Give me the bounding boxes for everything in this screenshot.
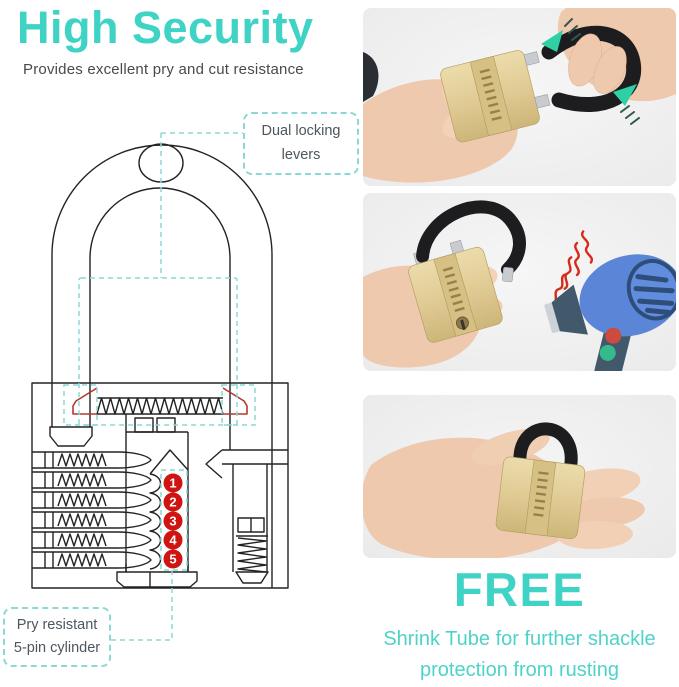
- motion-arrow-icon-top: [541, 18, 581, 52]
- levers-highlight-region: [78, 277, 238, 426]
- closed-shackle-with-tube: [513, 422, 578, 475]
- padlock-cutaway-diagram: 1 2 3 4 5: [31, 132, 289, 641]
- shackle-inner: [89, 187, 231, 450]
- locking-lever-right: [222, 387, 248, 415]
- page-subtitle: Provides excellent pry and cut resistanc…: [23, 61, 304, 78]
- photo-step-heat-tube: [363, 193, 676, 371]
- shackle-silver-tip: [502, 266, 514, 283]
- dryer-nozzle-tip: [544, 302, 561, 333]
- callout-dual-locking-levers: Dual locking levers: [243, 112, 359, 175]
- left-lever-highlight: [63, 384, 98, 426]
- photo-step-heat-tube-illustration: [363, 193, 676, 371]
- photo-step-finished-lock-illustration: [363, 395, 676, 558]
- hair-dryer-illustration: [544, 254, 676, 371]
- shackle-left-foot: [49, 426, 93, 447]
- photo-step-slide-tube-illustration: [363, 8, 676, 186]
- locking-bolt-mechanism: [205, 449, 288, 584]
- bolt-coil-spring: [237, 537, 267, 573]
- padlock-body-photo2: [408, 200, 526, 343]
- cylinder-housing: [125, 414, 189, 572]
- pin-badge-3: [163, 511, 183, 531]
- engraved-brand-band2: [442, 266, 465, 312]
- right-lever-highlight: [221, 384, 256, 426]
- pin-number-5: 5: [169, 552, 176, 567]
- lock-body-linework: [31, 143, 289, 589]
- dryer-nozzle: [551, 284, 588, 335]
- pin-badge-1: [163, 473, 183, 493]
- annotation-dashed-overlays: [63, 132, 256, 641]
- free-offer-title: FREE: [453, 563, 586, 616]
- callout-pry-line2: 5-pin cylinder: [13, 640, 101, 656]
- keyway-tip: [149, 449, 189, 475]
- dryer-button-green: [599, 344, 616, 361]
- shrink-tube-on-shackle: [541, 25, 642, 112]
- free-offer-line2: protection from rusting: [420, 659, 619, 681]
- pin-spring-rows: [31, 451, 152, 569]
- pin-number-3: 3: [169, 514, 176, 529]
- motion-arrow-icon-right: [613, 84, 640, 125]
- pin-stack-highlight: [160, 469, 188, 571]
- dryer-button-red: [605, 327, 622, 344]
- pry-callout-connector: [108, 570, 173, 641]
- pin-number-4: 4: [169, 533, 177, 548]
- cylinder-plug: [116, 564, 198, 588]
- pin-number-1: 1: [169, 476, 176, 491]
- pin-badge-4: [163, 530, 183, 550]
- dark-sleeve-arm: [363, 52, 379, 102]
- keyway-scalloped-edge: [149, 473, 162, 570]
- dryer-intake-stripes: [633, 274, 675, 315]
- pin-number-badges: 1 2 3 4 5: [163, 473, 183, 569]
- free-offer-line1: Shrink Tube for further shackle: [383, 628, 656, 650]
- dual-callout-connector: [160, 132, 243, 278]
- photo-step-finished-lock: [363, 395, 676, 558]
- pin-number-2: 2: [169, 495, 176, 510]
- pin-badge-5: [163, 549, 183, 569]
- engraved-brand-band: [479, 68, 502, 121]
- shackle-post-bottom: [534, 93, 551, 109]
- lever-spring-zigzag: [96, 397, 224, 415]
- padlock-body-photo1: [440, 50, 551, 143]
- lock-body-outline: [31, 382, 289, 589]
- free-offer-block: FREE Shrink Tube for further shackle pro…: [363, 562, 676, 686]
- padlock-body-photo3: [495, 422, 586, 540]
- right-hand-fingers: [568, 33, 627, 94]
- photo-step-slide-tube: [363, 8, 676, 186]
- callout-dual-line2: levers: [281, 146, 321, 163]
- callout-dual-line1: Dual locking: [261, 123, 341, 140]
- dual-locking-levers: [72, 387, 248, 415]
- page-title: High Security: [17, 2, 314, 53]
- pin-badge-2: [163, 492, 183, 512]
- shackle-outer: [51, 144, 273, 588]
- engraved-brand-band3: [533, 471, 549, 517]
- callout-pry-resistant-cylinder: Pry resistant 5-pin cylinder: [3, 607, 111, 667]
- callout-pry-line1: Pry resistant: [16, 616, 98, 633]
- locking-lever-left: [72, 387, 98, 415]
- shackle-post-top: [523, 51, 540, 66]
- free-offer-description: Shrink Tube for further shackle protecti…: [363, 624, 676, 686]
- open-shackle-with-tube: [416, 200, 526, 276]
